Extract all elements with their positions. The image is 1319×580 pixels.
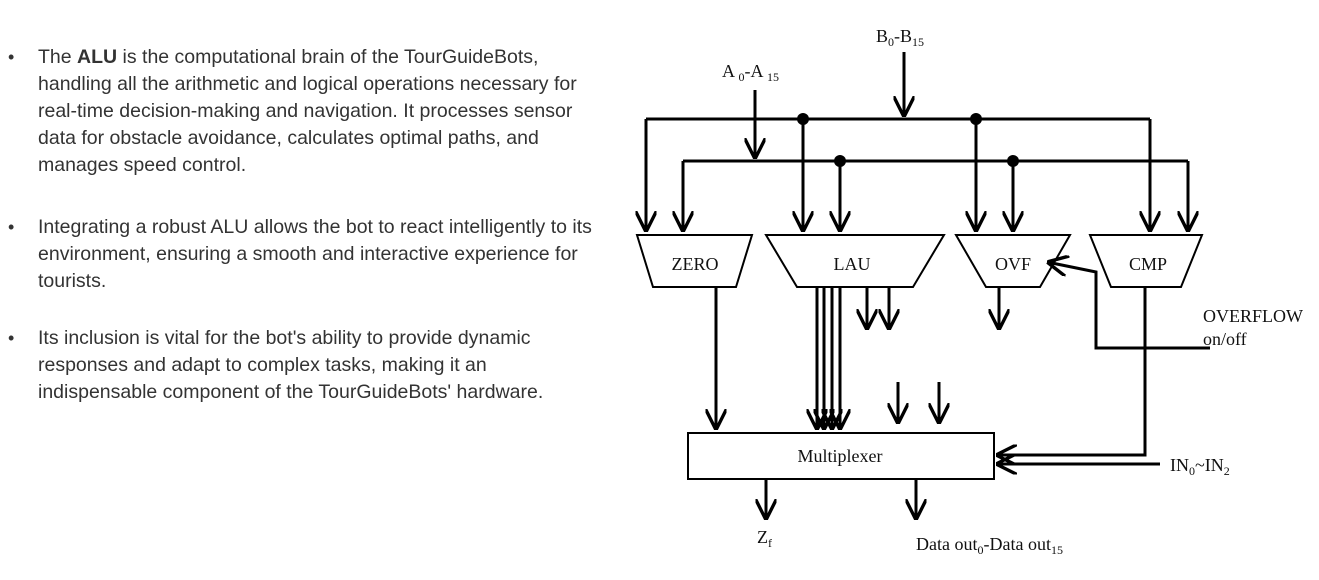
- zero-block: [635, 234, 754, 288]
- ovf-label: OVF: [995, 254, 1031, 274]
- multiplexer-label: Multiplexer: [798, 446, 883, 466]
- overflow-onoff-label: on/off: [1203, 329, 1247, 349]
- bullet-text: Its inclusion is vital for the bot's abi…: [38, 327, 544, 403]
- overflow-label: OVERFLOW: [1203, 306, 1303, 326]
- cmp-to-mux-arrow: [996, 288, 1147, 455]
- zero-label: ZERO: [672, 254, 719, 274]
- in-range-label: IN0~IN2: [1170, 455, 1230, 478]
- lau-label: LAU: [834, 254, 871, 274]
- cmp-block: [1088, 234, 1204, 288]
- bullet-text: Integrating a robust ALU allows the bot …: [38, 216, 592, 292]
- bus-junctions: [797, 113, 1019, 167]
- bullet-marker: •: [8, 47, 15, 67]
- lau-block: [764, 234, 946, 288]
- bullet-marker: •: [8, 217, 15, 237]
- cmp-label: CMP: [1129, 254, 1167, 274]
- zf-label: Zf: [757, 527, 772, 550]
- bullet-text: The ALU is the computational brain of th…: [38, 46, 577, 176]
- dataout-label: Data out0-Data out15: [916, 534, 1063, 557]
- a-input-label: A 0-A 15: [722, 61, 779, 84]
- b-input-label: B0-B15: [876, 26, 924, 49]
- alu-bold-term: ALU: [77, 46, 118, 68]
- bullet-marker: •: [8, 328, 15, 348]
- alu-block-diagram: ZERO LAU OVF CMP Multiplexer B0-B15 A 0-…: [620, 26, 1303, 557]
- multiplexer-block: [687, 432, 995, 480]
- ovf-block: [954, 234, 1072, 288]
- bullet-list: • The ALU is the computational brain of …: [0, 0, 610, 580]
- overflow-control-arrow: [1047, 262, 1210, 350]
